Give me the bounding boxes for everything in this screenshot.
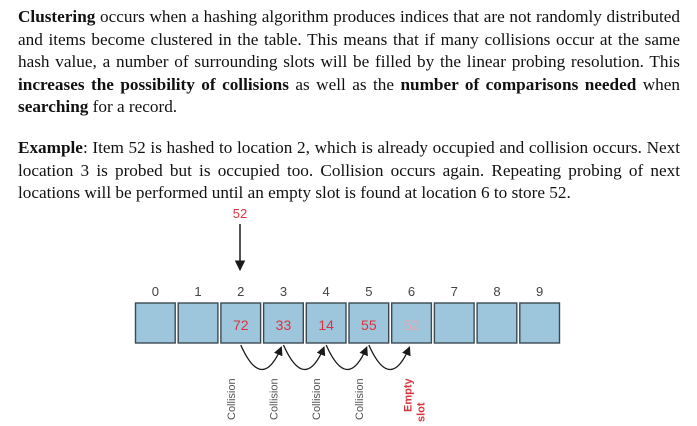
collision-label: Collision <box>354 378 366 420</box>
probe-arrow <box>282 344 326 371</box>
bold-phrase-collisions: increases the possibility of collisions <box>18 74 289 94</box>
hash-slot <box>262 302 305 344</box>
slot-index: 2 <box>237 284 244 299</box>
incoming-item-label: 52 <box>233 206 247 221</box>
slot-value: 52 <box>404 317 420 333</box>
hash-slot <box>519 302 561 344</box>
text-segment-2: as well as the <box>288 74 401 94</box>
collision-label: Collision <box>268 378 280 420</box>
text-segment-4: for a record. <box>88 97 178 116</box>
hash-slot <box>177 302 219 344</box>
hash-slot <box>220 302 262 344</box>
slot-index: 1 <box>194 284 201 299</box>
slot-value: 55 <box>361 317 377 333</box>
clustering-term: Clustering <box>18 7 96 26</box>
collision-label: Collision <box>226 378 238 420</box>
hash-slot <box>305 302 347 344</box>
hash-slot <box>348 302 390 344</box>
slot-value: 14 <box>318 317 334 333</box>
slot-index: 8 <box>493 284 500 299</box>
slot-index: 5 <box>365 284 372 299</box>
bold-phrase-comparisons: number of comparisons needed <box>400 74 637 94</box>
slot-index: 4 <box>323 284 330 299</box>
slot-index: 6 <box>408 284 415 299</box>
example-paragraph: Example: Item 52 is hashed to location 2… <box>18 137 680 205</box>
empty-slot-label: Emptyslot <box>403 378 428 423</box>
slot-index: 3 <box>280 284 287 299</box>
probe-labels: Collision Collision Collision Collision Empt… <box>226 378 428 423</box>
hash-slot <box>476 302 518 344</box>
slot-value: 72 <box>233 317 249 333</box>
slot-value: 33 <box>276 317 292 333</box>
probe-arrow <box>368 344 411 371</box>
slot-indices: 0 1 2 3 4 5 6 7 8 9 <box>152 284 544 299</box>
slot-index: 9 <box>536 284 543 299</box>
slot-index: 7 <box>451 284 458 299</box>
probe-arrow <box>325 344 368 371</box>
text-segment-1: occurs when a hashing algorithm produces… <box>18 7 680 71</box>
example-text: : Item 52 is hashed to location 2, which… <box>18 138 680 202</box>
example-label: Example <box>18 138 83 157</box>
text-segment-3: when <box>636 74 680 94</box>
bold-phrase-searching: searching <box>18 97 89 116</box>
hash-slot <box>134 302 176 344</box>
probe-arrows <box>240 344 411 371</box>
clustering-paragraph: Clustering occurs when a hashing algorit… <box>18 6 680 119</box>
slot-index: 0 <box>152 284 159 299</box>
hash-slot <box>433 302 475 344</box>
probe-arrow <box>240 344 283 371</box>
hash-table-slots: 72 33 14 55 52 <box>134 302 561 344</box>
collision-label: Collision <box>311 378 323 420</box>
hash-slot <box>391 302 433 344</box>
